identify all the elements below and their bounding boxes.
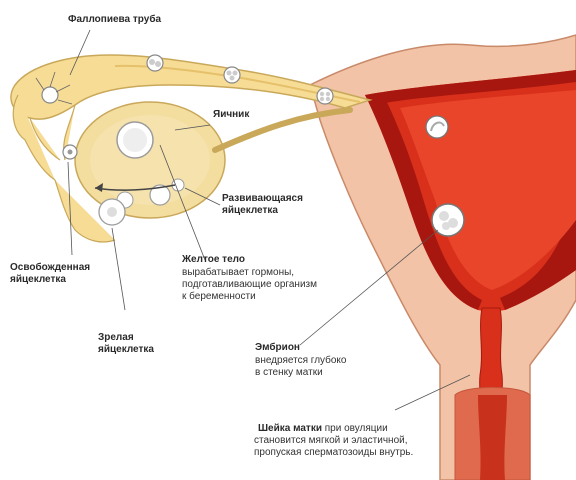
label-ovary: Яичник [213,109,250,120]
ovary-arrowhead [95,183,103,192]
label-embryo-line-1: внедряется глубоко [255,355,347,366]
uterus-inner-cavity [400,90,576,290]
fertilized-egg [35,71,73,105]
label-embryo-line-2: в стенку матки [255,367,323,378]
label-cervix-title: Шейка матки [258,423,322,434]
released-egg-nucleus [67,149,73,155]
endometrium-left [365,95,482,310]
label-corpus-luteum-line-1: вырабатывает гормоны, [182,267,295,278]
label-mature-egg-line-2: яйцеклетка [98,344,154,355]
label-cervix-line-2: становится мягкой и эластичной, [254,435,408,446]
implanted-embryo [431,203,465,237]
endometrium-top [365,70,576,104]
cervix-canal-lower [478,395,507,480]
label-cervix-line-3: пропуская сперматозоиды внутрь. [254,447,414,458]
cleaving-embryos [146,54,334,105]
label-cervix-desc-1: при овуляции [324,423,388,434]
label-released-egg-line-2: яйцеклетка [10,274,66,285]
ovarian-ligament [212,107,353,153]
blastocyst [425,115,449,139]
label-corpus-luteum-line-2: подготавливающие организм [182,279,317,290]
label-mature-egg-line-1: Зрелая [98,332,134,343]
label-developing-egg-line-1: Развивающаяся [222,193,303,204]
label-corpus-luteum-title: Желтое тело [182,254,245,265]
leader-lines [67,29,471,411]
follicles [98,121,185,226]
label-embryo-title: Эмбрион [255,342,300,353]
endometrium-right [500,200,576,310]
fallopian-tube [10,54,373,120]
label-cervix-line-1: Шейка матки при овуляции [258,423,388,435]
label-released-egg-line-1: Освобожденная [10,262,91,273]
label-developing-egg-line-2: яйцеклетка [222,205,278,216]
label-fallopian-tube: Фаллопиева труба [68,14,162,25]
label-corpus-luteum-line-3: к беременности [182,291,256,302]
